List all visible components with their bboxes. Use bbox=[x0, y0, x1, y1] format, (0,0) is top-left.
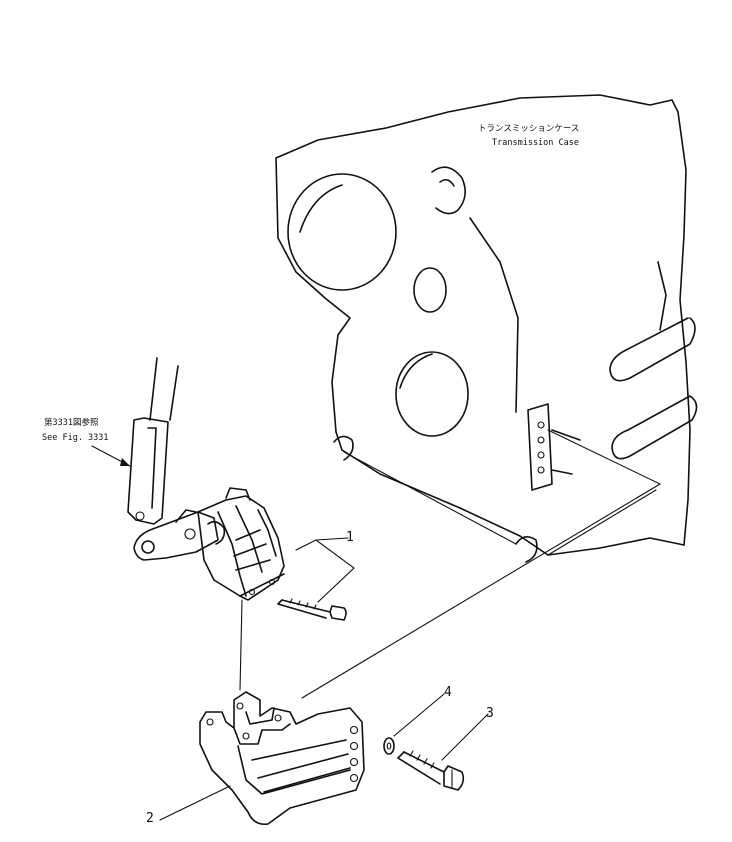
label-see-fig-jp: 第3331図参照 bbox=[44, 417, 99, 428]
mounting-bracket bbox=[199, 691, 365, 826]
label-transmission-en: Transmission Case bbox=[492, 138, 579, 148]
callout-3: 3 bbox=[486, 706, 494, 721]
callout-4: 4 bbox=[444, 685, 452, 700]
callout-leaders bbox=[91, 445, 489, 821]
label-see-fig-en: See Fig. 3331 bbox=[42, 433, 109, 443]
assembly-bolt bbox=[277, 598, 347, 621]
callout-2: 2 bbox=[146, 811, 154, 826]
alignment-lines bbox=[239, 429, 662, 699]
transmission-case bbox=[275, 94, 698, 563]
washer bbox=[383, 737, 395, 755]
label-transmission-jp: トランスミッションケース bbox=[478, 124, 579, 134]
control-link bbox=[127, 357, 179, 525]
bolt bbox=[397, 750, 465, 791]
callout-1: 1 bbox=[346, 530, 354, 545]
stopper-bracket-assembly bbox=[133, 487, 285, 601]
